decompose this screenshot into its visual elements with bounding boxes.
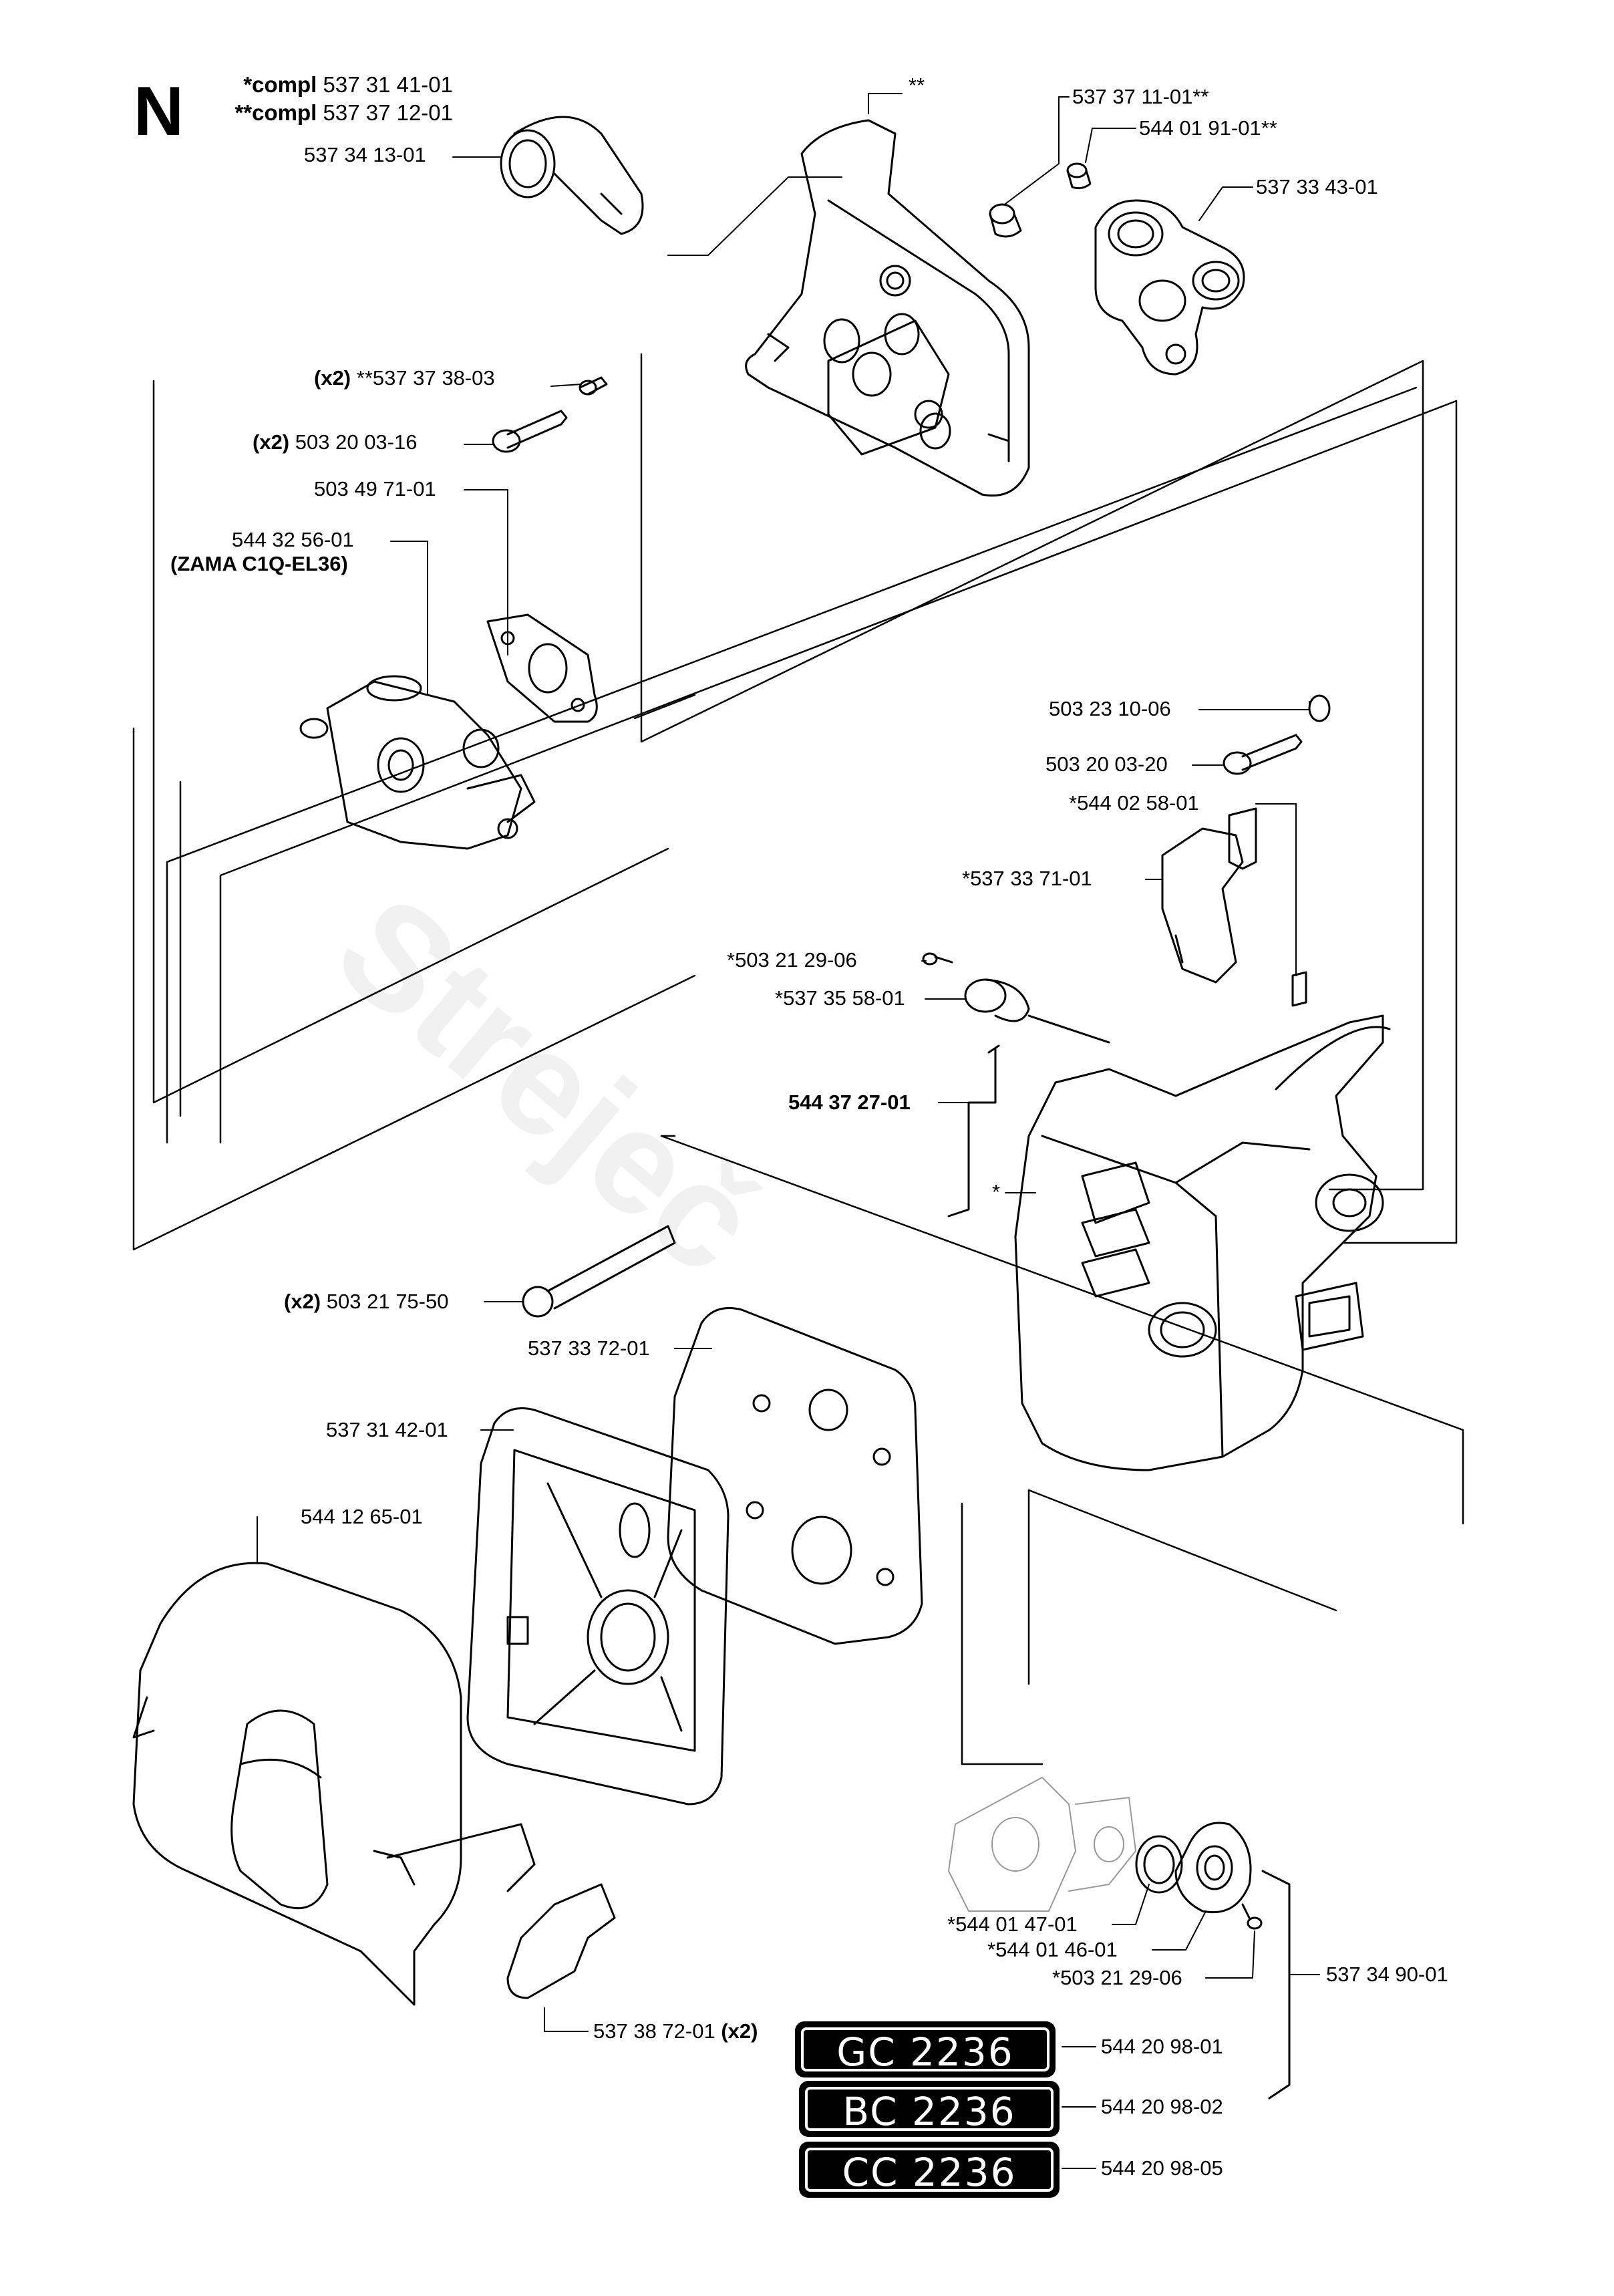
washer-503-23-10	[1308, 694, 1331, 722]
bushing-537-37-11	[989, 203, 1022, 238]
part-label: 544 37 27-01	[788, 1091, 911, 1115]
qty-x2: (x2)	[314, 366, 351, 390]
part-label: *537 35 58-01	[775, 986, 905, 1010]
part-label: 544 01 91-01**	[1139, 116, 1277, 140]
decal-bc2236: BC 2236	[799, 2081, 1060, 2137]
part-label: 503 23 10-06	[1049, 697, 1171, 720]
compl-prefix-2: **compl	[234, 100, 317, 125]
throttle-lever-544-02-58	[1228, 807, 1307, 1007]
carburetor-housing	[1014, 1014, 1391, 1471]
rod-537-34-90	[1261, 1870, 1291, 2100]
lower-gasket-set	[948, 1777, 1136, 1912]
part-label: 544 20 98-05	[1101, 2156, 1223, 2180]
part-number: 537 38 72-01	[593, 2019, 715, 2043]
part-number: **537 37 38-03	[356, 366, 495, 390]
part-label: (x2) 503 21 75-50	[284, 1290, 448, 1314]
seal-544-01-47	[1135, 1835, 1183, 1894]
intake-adapter-bracket	[745, 119, 1030, 497]
compl-number-1: 537 31 41-01	[323, 72, 453, 97]
compl-number-2: 537 37 12-01	[323, 100, 453, 125]
part-number: 503 21 75-50	[326, 1290, 449, 1313]
part-label: 537 34 13-01	[304, 143, 426, 166]
part-label: *544 01 47-01	[947, 1912, 1078, 1936]
part-label: 537 34 90-01	[1326, 1963, 1448, 1986]
air-filter-537-31-42	[466, 1407, 730, 1806]
part-label: *544 02 58-01	[1069, 791, 1199, 815]
bushing-544-01-91	[1066, 162, 1092, 190]
qty-x2: (x2)	[721, 2019, 758, 2043]
air-filter-cover-544-12-65	[132, 1562, 536, 2006]
part-label: *544 01 46-01	[987, 1938, 1118, 1961]
compl-line-2: **compl 537 37 12-01	[200, 100, 453, 126]
part-label: **	[909, 74, 925, 97]
throttle-rod-544-37-27	[947, 1044, 1000, 1217]
decal-text: CC 2236	[805, 2148, 1054, 2194]
screw-503-20-03-20	[1223, 734, 1303, 775]
part-label: (ZAMA C1Q-EL36)	[170, 552, 348, 576]
flange-537-33-43	[1094, 199, 1245, 376]
part-label: 503 49 71-01	[314, 477, 436, 500]
part-label: 537 33 43-01	[1256, 175, 1378, 198]
part-label: *503 21 29-06	[727, 948, 857, 972]
screw-503-21-29-b	[1241, 1903, 1263, 1930]
compl-prefix-1: *compl	[243, 72, 317, 97]
decal-cc2236: CC 2236	[799, 2142, 1060, 2198]
part-number-bold: 544 37 27-01	[788, 1091, 911, 1114]
screw-503-21-29-a	[922, 952, 953, 966]
leader-lines	[257, 93, 1320, 2169]
part-label: 537 37 11-01**	[1072, 85, 1209, 108]
screw-537-37-38	[579, 376, 608, 396]
qty-x2: (x2)	[253, 430, 290, 454]
part-label: (x2) **537 37 38-03	[314, 366, 495, 390]
part-label: 544 20 98-01	[1101, 2035, 1223, 2058]
section-letter: N	[134, 73, 184, 150]
model-note: (ZAMA C1Q-EL36)	[170, 552, 348, 575]
decal-text: GC 2236	[801, 2027, 1050, 2074]
part-label: 544 20 98-02	[1101, 2095, 1223, 2118]
carburetor-544-32-56	[299, 675, 536, 850]
part-label: (x2) 503 20 03-16	[253, 430, 417, 454]
assembly-outline-lines	[132, 353, 1464, 1765]
decal-text: BC 2236	[805, 2087, 1054, 2134]
part-label: *537 33 71-01	[962, 867, 1092, 890]
part-label: 537 33 72-01	[528, 1336, 650, 1360]
part-label: 503 20 03-20	[1045, 752, 1168, 776]
part-label: *	[992, 1180, 1001, 1203]
qty-x2: (x2)	[284, 1290, 321, 1313]
part-label: 544 32 56-01	[232, 528, 354, 551]
clip-537-38-72	[506, 1883, 616, 1999]
part-label: 537 31 42-01	[326, 1418, 448, 1441]
throttle-trigger-537-33-71	[1161, 827, 1244, 984]
part-label: 544 12 65-01	[301, 1505, 423, 1528]
part-label: *503 21 29-06	[1052, 1966, 1182, 1989]
decal-gc2236: GC 2236	[795, 2021, 1056, 2077]
cable-holder-537-35-58	[964, 978, 1110, 1044]
flange-544-01-46	[1174, 1822, 1252, 1914]
part-label: 537 38 72-01 (x2)	[593, 2019, 758, 2043]
intake-elbow	[500, 116, 644, 235]
part-number: 503 20 03-16	[295, 430, 418, 454]
screw-503-20-03-16	[492, 410, 568, 453]
compl-line-1: *compl 537 31 41-01	[212, 72, 453, 98]
filter-plate-537-33-72	[667, 1307, 923, 1645]
